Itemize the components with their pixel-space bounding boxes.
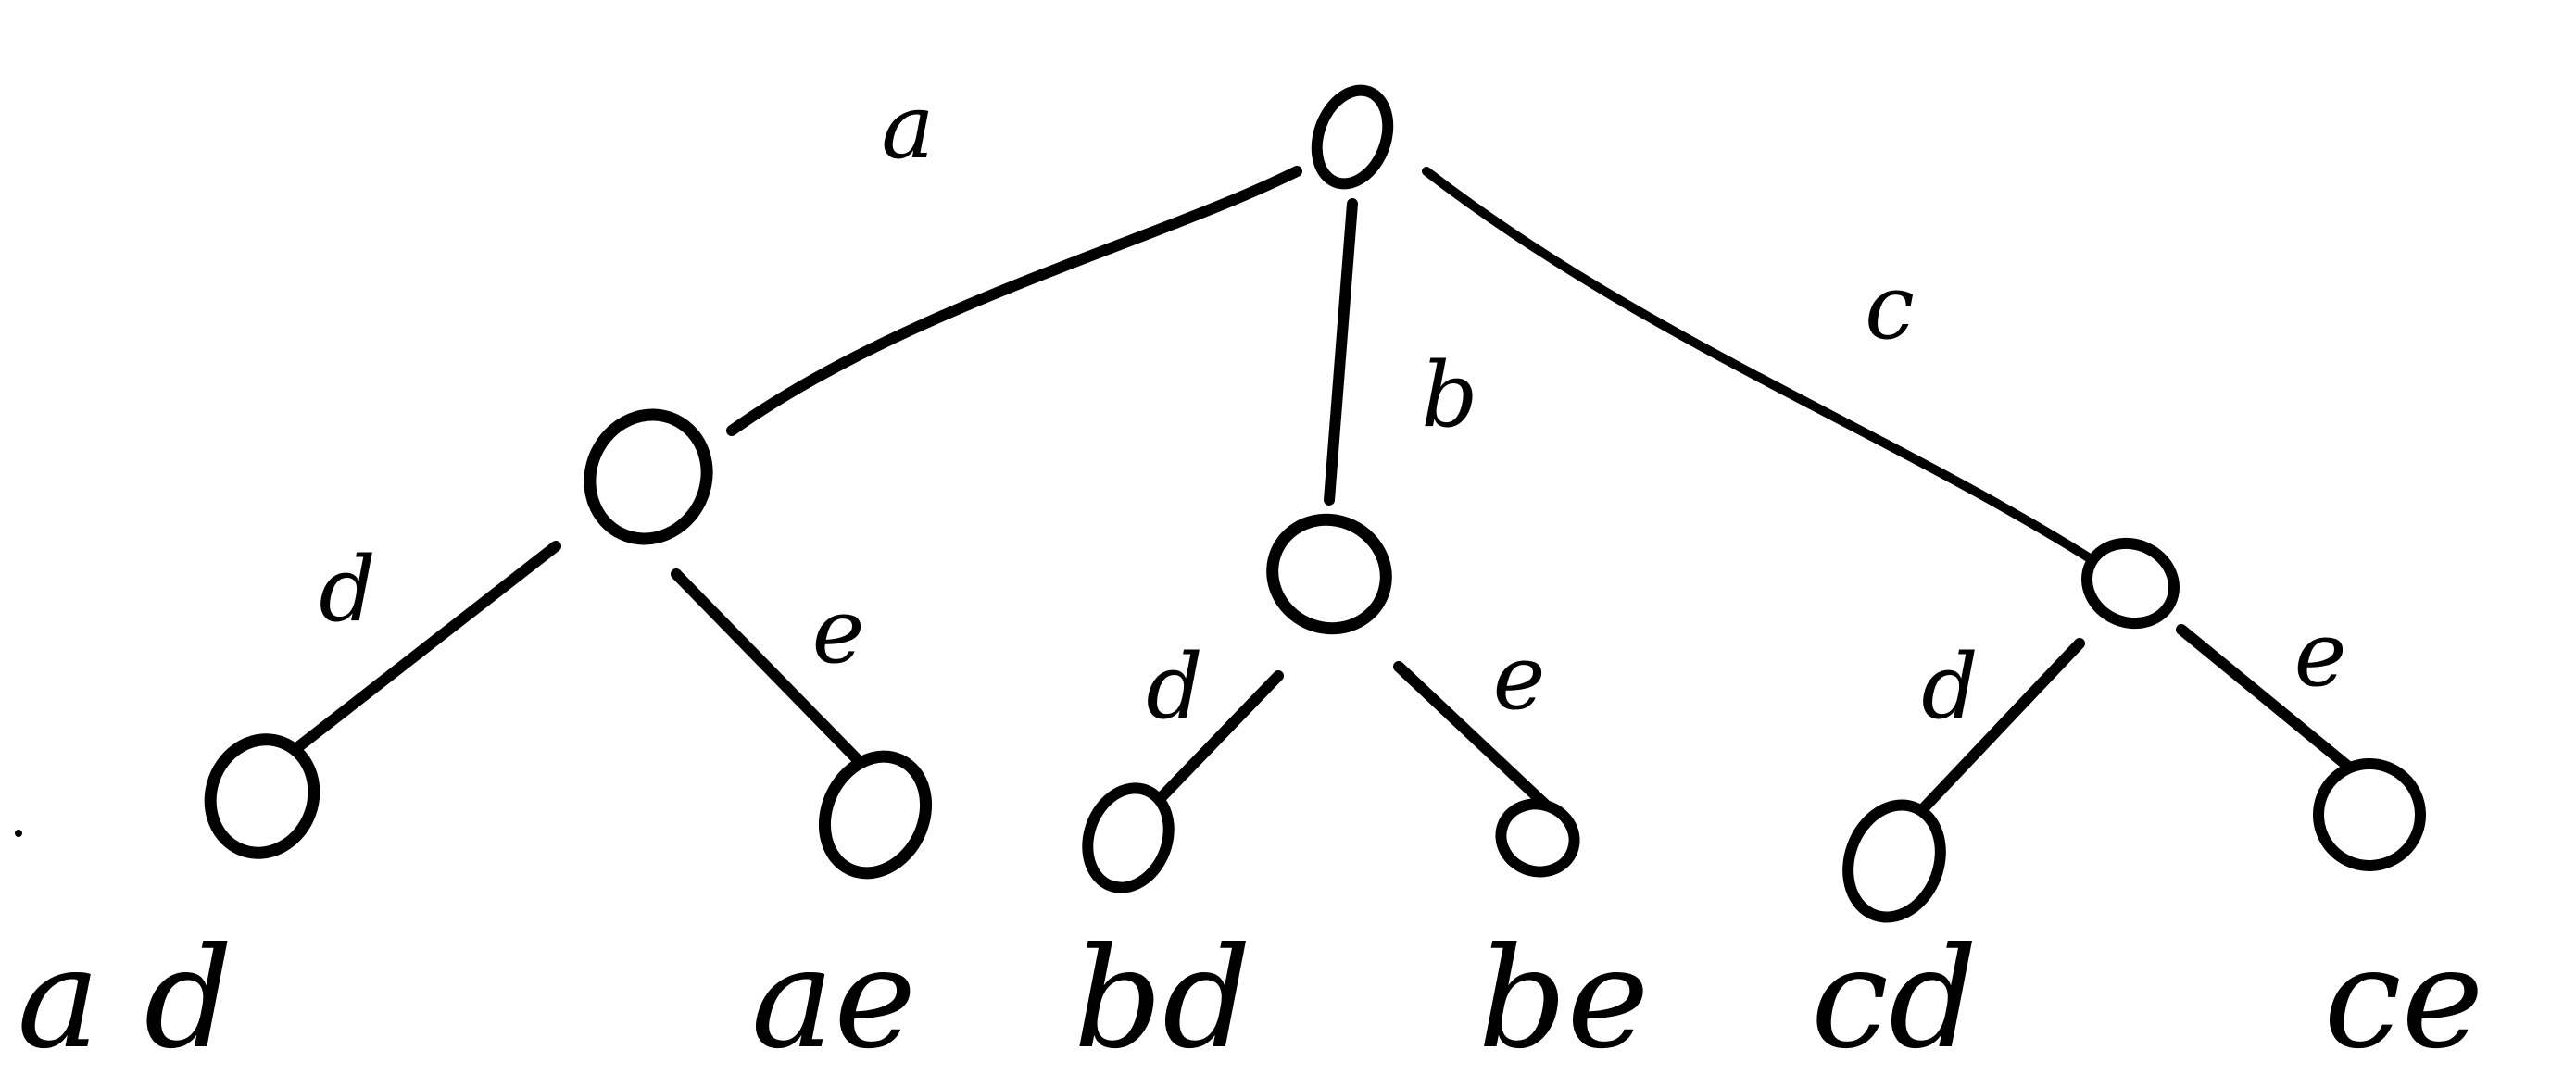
edge-label-a-d: d	[319, 538, 375, 642]
leaf-node-bd	[1082, 782, 1175, 893]
edge-a-e	[671, 568, 872, 774]
edge-label-c: c	[1865, 256, 1915, 359]
edge-label-b: b	[1421, 344, 1477, 447]
edge-label-c-e: e	[2294, 603, 2347, 706]
leaf-label-ae: ae	[751, 918, 916, 1080]
leaf-label-ce: ce	[2324, 918, 2484, 1080]
leaf-node-ad	[204, 733, 320, 859]
edge-root-a	[726, 166, 1302, 436]
edge-root-b	[1324, 198, 1358, 506]
stray-dot	[15, 830, 22, 837]
edge-b-e	[1393, 661, 1562, 820]
edge-a-d	[277, 541, 561, 765]
edge-root-c	[1422, 167, 2112, 574]
edge-label-a: a	[881, 75, 934, 179]
leaf-node-ce	[2313, 758, 2426, 871]
leaf-label-be: be	[1478, 918, 1650, 1080]
edge-label-b-d: d	[1146, 635, 1202, 739]
edge-label-b-e: e	[1493, 626, 1546, 730]
edge-label-c-d: d	[1921, 635, 1978, 739]
leaf-node-cd	[1842, 799, 1946, 923]
leaf-label-ad: a d	[17, 918, 232, 1080]
node-c	[2081, 537, 2180, 630]
node-a	[584, 408, 713, 545]
leaf-label-cd: cd	[1811, 918, 1978, 1080]
edge-b-d	[1152, 670, 1284, 806]
leaf-node-ae	[818, 750, 933, 880]
edge-label-a-e: e	[812, 580, 865, 683]
leaf-label-bd: bd	[1074, 918, 1251, 1080]
leaf-node-be	[1495, 798, 1580, 878]
node-b	[1266, 513, 1392, 635]
root-node	[1311, 84, 1394, 190]
edge-c-d	[1912, 638, 2085, 820]
edge-c-e	[2176, 624, 2368, 783]
